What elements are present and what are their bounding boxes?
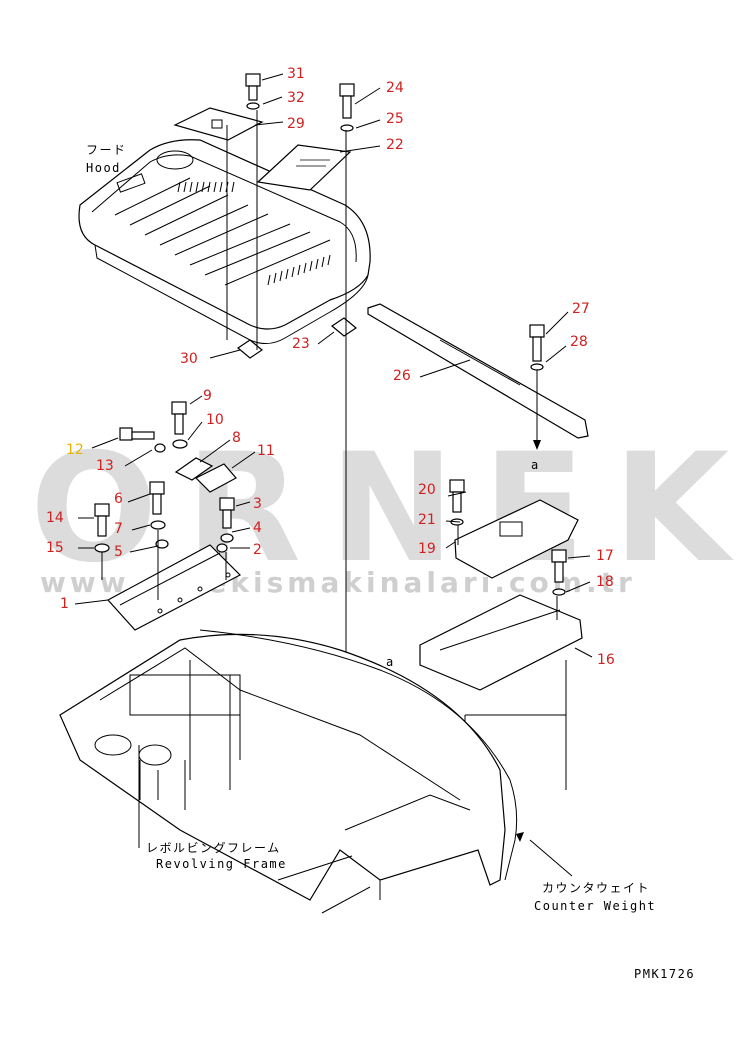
callout-8: 8 — [232, 430, 241, 446]
callout-26: 26 — [393, 368, 411, 384]
bolt-20 — [449, 479, 465, 526]
text-labels: フード Hood a a レボルビングフレーム Revolving Frame … — [86, 143, 695, 981]
callout-11: 11 — [257, 443, 275, 459]
bolt-17 — [551, 549, 567, 596]
bolt-6 — [149, 481, 166, 530]
callout-24: 24 — [386, 80, 404, 96]
callout-1: 1 — [60, 596, 69, 612]
callout-3: 3 — [253, 496, 262, 512]
callout-18: 18 — [596, 574, 614, 590]
callout-14: 14 — [46, 510, 64, 526]
callout-16: 16 — [597, 652, 615, 668]
drawing-code: PMK1726 — [634, 967, 695, 981]
bolt-31 — [245, 73, 261, 110]
callout-15: 15 — [46, 540, 64, 556]
counterweight-label-jp: カウンタウェイト — [542, 881, 650, 895]
callout-9: 9 — [203, 388, 212, 404]
callouts: 31 32 29 24 25 22 30 23 26 27 28 9 10 8 … — [46, 66, 615, 668]
callout-13: 13 — [96, 458, 114, 474]
callout-leaders — [74, 73, 593, 914]
bolt-24 — [339, 83, 355, 132]
plate-8 — [174, 457, 214, 481]
callout-5: 5 — [114, 544, 123, 560]
callout-25: 25 — [386, 111, 404, 127]
callout-4: 4 — [253, 520, 262, 536]
plate-11 — [194, 463, 237, 493]
plate-29 — [173, 107, 264, 141]
callout-23: 23 — [292, 336, 310, 352]
watermark-brand: ORNEK — [30, 422, 746, 596]
callout-29: 29 — [287, 116, 305, 132]
callout-6: 6 — [114, 491, 123, 507]
callout-12: 12 — [66, 442, 84, 458]
counterweight-label-en: Counter Weight — [534, 899, 656, 913]
callout-10: 10 — [206, 412, 224, 428]
callout-27: 27 — [572, 301, 590, 317]
callout-19: 19 — [418, 541, 436, 557]
plate-16 — [419, 594, 583, 691]
bracket-30 — [236, 339, 264, 359]
bolt-3 — [216, 497, 235, 553]
hood-label-en: Hood — [86, 161, 121, 175]
bolt-14 — [94, 503, 110, 553]
ref-a-bottom: a — [386, 655, 395, 669]
callout-21: 21 — [418, 512, 436, 528]
callout-20: 20 — [418, 482, 436, 498]
callout-32: 32 — [287, 90, 305, 106]
bar-26 — [367, 303, 589, 439]
plate-22 — [256, 144, 352, 191]
bracket-23 — [330, 317, 358, 337]
bolt-12 — [119, 427, 166, 453]
watermark: ORNEK www.ornekismakinalari.com.tr — [30, 422, 746, 599]
ref-a-top: a — [531, 458, 540, 472]
bolt-27 — [529, 324, 545, 450]
callout-31: 31 — [287, 66, 305, 82]
hood-label-jp: フード — [86, 143, 127, 157]
callout-28: 28 — [570, 334, 588, 350]
frame-label-jp: レボルビングフレーム — [146, 841, 281, 855]
callout-30: 30 — [180, 351, 198, 367]
washer-5 — [155, 539, 169, 549]
cover-19 — [454, 499, 579, 579]
callout-2: 2 — [253, 542, 262, 558]
frame-label-en: Revolving Frame — [156, 857, 287, 871]
callout-22: 22 — [386, 137, 404, 153]
callout-17: 17 — [596, 548, 614, 564]
callout-7: 7 — [114, 521, 123, 537]
revolving-frame — [59, 629, 518, 901]
bolt-9 — [171, 401, 188, 449]
